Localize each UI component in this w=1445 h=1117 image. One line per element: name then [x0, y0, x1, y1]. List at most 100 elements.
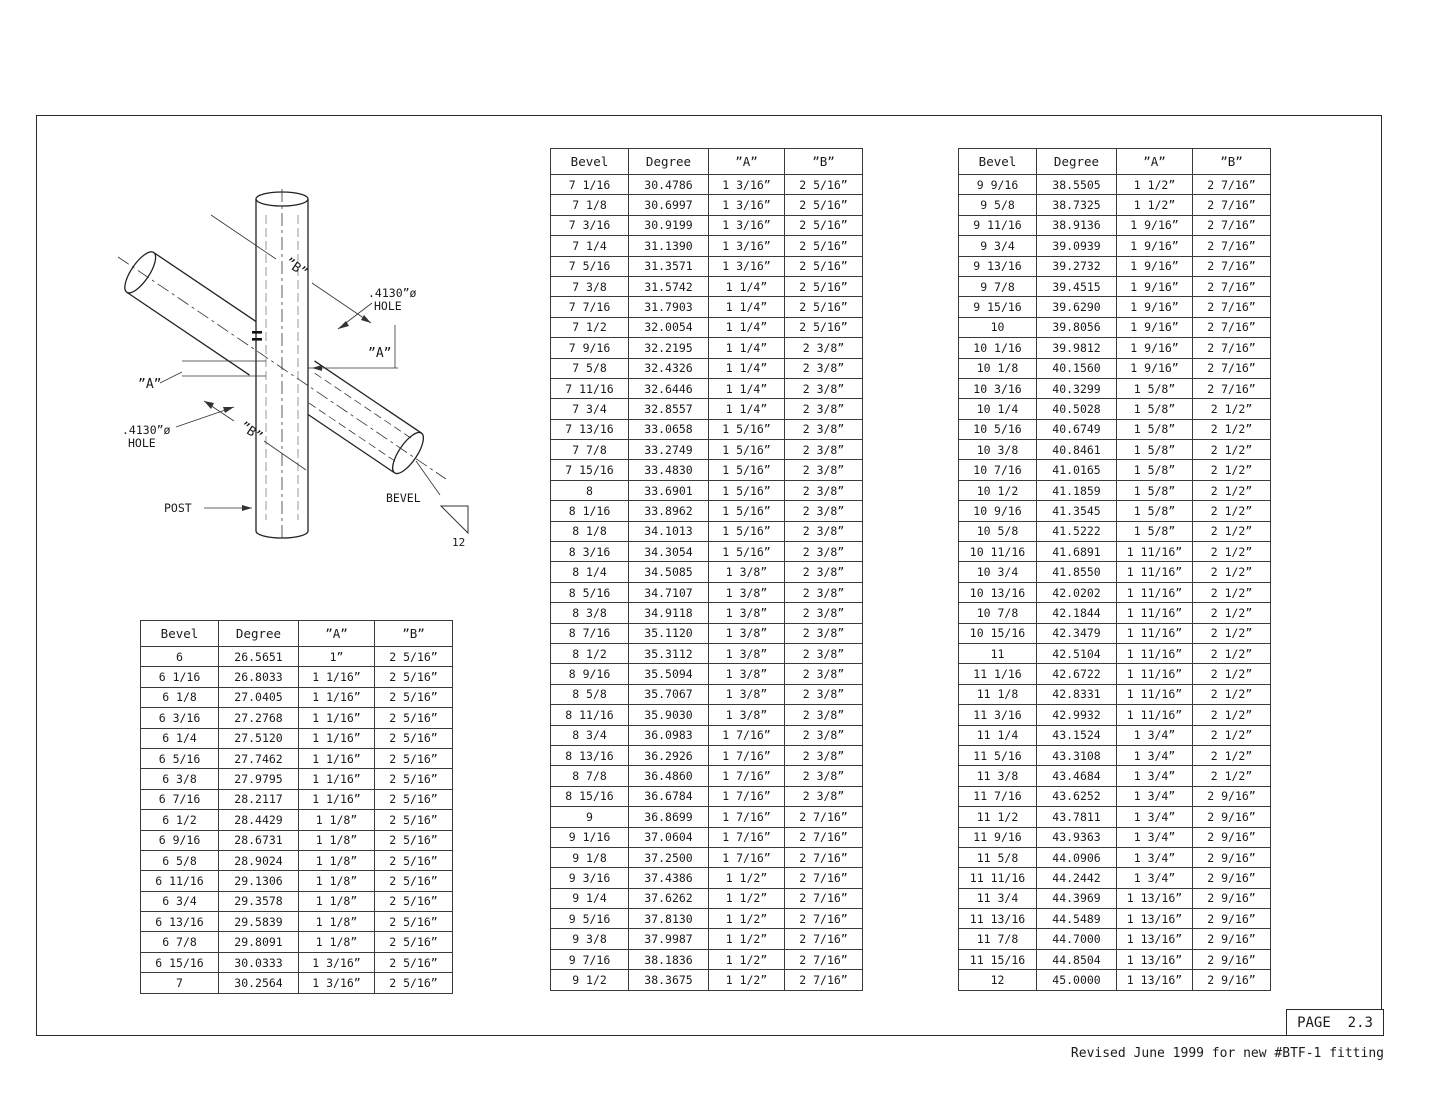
table-cell: 28.9024	[218, 849, 299, 872]
table-cell: 39.2732	[1036, 255, 1117, 277]
table-cell: 1 7/16”	[708, 744, 785, 767]
table-cell: 11 13/16	[958, 908, 1037, 930]
table-cell: 2 7/16”	[784, 887, 863, 910]
table-cell: 2 5/16”	[784, 296, 863, 318]
table-cell: 2 3/8”	[784, 724, 863, 746]
table-cell: 1 1/4”	[708, 377, 785, 400]
table-cell: 2 7/16”	[784, 908, 863, 930]
table-cell: 10 5/16	[958, 418, 1037, 441]
table-cell: 1 11/16”	[1116, 541, 1193, 563]
table-cell: 1 7/16”	[708, 846, 785, 869]
table-cell: 10 1/8	[958, 357, 1037, 379]
table-cell: 30.6997	[628, 194, 709, 216]
table-cell: 1 3/8”	[708, 602, 785, 624]
bevel-triangle	[439, 505, 469, 535]
table-cell: 1 3/4”	[1116, 744, 1193, 767]
table-cell: 8 3/4	[550, 724, 629, 746]
table-cell: 2 9/16”	[1192, 846, 1271, 869]
table-cell: 1 3/8”	[708, 561, 785, 583]
table-cell: 1 5/16”	[708, 520, 785, 543]
header-degree: Degree	[218, 620, 299, 647]
header-a: ”A”	[708, 148, 785, 175]
table-cell: 7 7/8	[550, 439, 629, 461]
table-cell: 1 3/16”	[708, 173, 785, 196]
table-cell: 43.1524	[1036, 724, 1117, 746]
table-cell: 41.5222	[1036, 520, 1117, 543]
table-cell: 1 1/16”	[298, 788, 375, 811]
table-cell: 1 1/4”	[708, 398, 785, 420]
table-cell: 11 3/4	[958, 887, 1037, 910]
table-cell: 41.8550	[1036, 561, 1117, 583]
table-cell: 2 9/16”	[1192, 785, 1271, 808]
table-cell: 1 3/16”	[298, 951, 375, 974]
table-cell: 2 3/8”	[784, 500, 863, 522]
table-cell: 30.2564	[218, 972, 299, 994]
table-cell: 9	[550, 806, 629, 828]
table-cell: 1”	[298, 645, 375, 668]
table-cell: 2 7/16”	[784, 948, 863, 971]
table-cell: 34.9118	[628, 602, 709, 624]
center-tick	[252, 331, 262, 334]
hole-callout-lower: .4130”ø HOLE	[122, 406, 235, 450]
table-cell: 11 3/8	[958, 765, 1037, 787]
table-cell: 2 1/2”	[1192, 581, 1271, 604]
table-cell: 1 3/16”	[708, 214, 785, 237]
table-cell: 41.6891	[1036, 541, 1117, 563]
table-cell: 27.2768	[218, 707, 299, 729]
table-cell: 41.0165	[1036, 459, 1117, 481]
table-cell: 10 5/8	[958, 520, 1037, 543]
table-cell: 1 11/16”	[1116, 683, 1193, 706]
table-cell: 2 5/16”	[374, 788, 453, 811]
table-header-row: Bevel Degree ”A” ”B”	[958, 148, 1271, 175]
table-cell: 2 7/16”	[1192, 255, 1271, 277]
table-cell: 2 1/2”	[1192, 704, 1271, 726]
table-cell: 9 3/16	[550, 867, 629, 889]
header-b: ”B”	[374, 620, 453, 647]
table-cell: 2 9/16”	[1192, 948, 1271, 971]
table-cell: 2 7/16”	[784, 806, 863, 828]
table-cell: 1 9/16”	[1116, 357, 1193, 379]
table-cell: 6 5/16	[140, 747, 219, 770]
table-cell: 2 5/16”	[374, 890, 453, 913]
table-cell: 38.3675	[628, 969, 709, 991]
table-cell: 2 3/8”	[784, 663, 863, 685]
table-cell: 12	[958, 969, 1037, 991]
table-cell: 1 5/16”	[708, 479, 785, 502]
table-cell: 2 3/8”	[784, 581, 863, 604]
table-cell: 1 5/16”	[708, 418, 785, 441]
table-cell: 37.8130	[628, 908, 709, 930]
table-cell: 2 3/8”	[784, 642, 863, 665]
table-cell: 2 5/16”	[374, 686, 453, 709]
table-cell: 35.3112	[628, 642, 709, 665]
table-cell: 1 9/16”	[1116, 255, 1193, 277]
table-cell: 2 7/16”	[1192, 173, 1271, 196]
table-cell: 2 1/2”	[1192, 459, 1271, 481]
table-cell: 8 5/16	[550, 581, 629, 604]
table-cell: 8 9/16	[550, 663, 629, 685]
table-cell: 33.2749	[628, 439, 709, 461]
table-cell: 1 3/8”	[708, 683, 785, 706]
table-cell: 9 1/16	[550, 826, 629, 848]
table-cell: 37.6262	[628, 887, 709, 910]
table-cell: 2 5/16”	[784, 255, 863, 277]
table-cell: 1 11/16”	[1116, 663, 1193, 685]
table-cell: 35.5094	[628, 663, 709, 685]
table-cell: 2 5/16”	[374, 747, 453, 770]
table-cell: 36.8699	[628, 806, 709, 828]
